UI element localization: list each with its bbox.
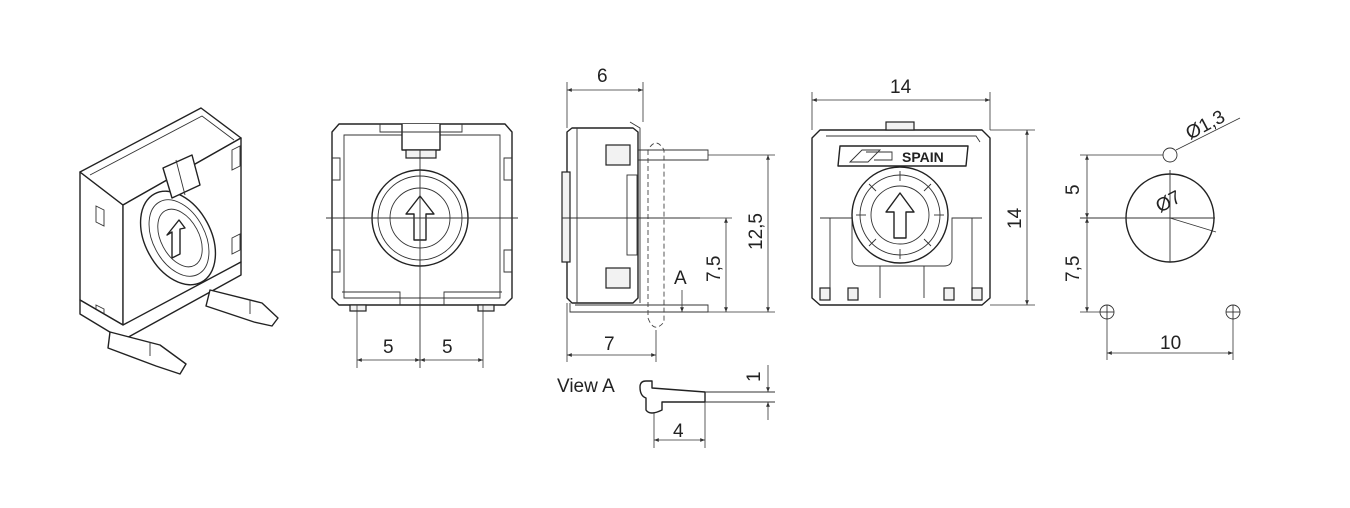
pcb-hole-diameter-label: Ø1,3 (1182, 107, 1228, 145)
pcb-hole-left (1099, 304, 1115, 320)
rear-view (811, 92, 1035, 306)
pcb-layout (1080, 117, 1241, 360)
section-marker-label: A (674, 268, 687, 289)
front-view (326, 123, 518, 368)
front-right-width-label: 5 (442, 337, 453, 358)
side-bottom-depth-label: 7 (604, 334, 615, 355)
pcb-upper-offset-label: 5 (1063, 184, 1084, 195)
view-a-thickness-label: 1 (744, 371, 765, 382)
isometric-view (79, 107, 279, 375)
rear-height-label: 14 (1005, 207, 1026, 229)
pcb-lower-offset-label: 7,5 (1063, 256, 1084, 282)
rear-width-label: 14 (890, 77, 912, 98)
view-a-detail (639, 365, 775, 448)
pcb-hole-right (1225, 304, 1241, 320)
country-marking: SPAIN (902, 149, 944, 165)
pcb-pitch-label: 10 (1160, 333, 1181, 354)
side-view (561, 82, 775, 362)
front-left-width-label: 5 (383, 337, 394, 358)
side-height-pin-label: 7,5 (704, 256, 725, 282)
side-height-total-label: 12,5 (746, 213, 767, 250)
view-a-title: View A (557, 376, 615, 397)
view-a-length-label: 4 (673, 421, 684, 442)
side-top-depth-label: 6 (597, 66, 608, 87)
